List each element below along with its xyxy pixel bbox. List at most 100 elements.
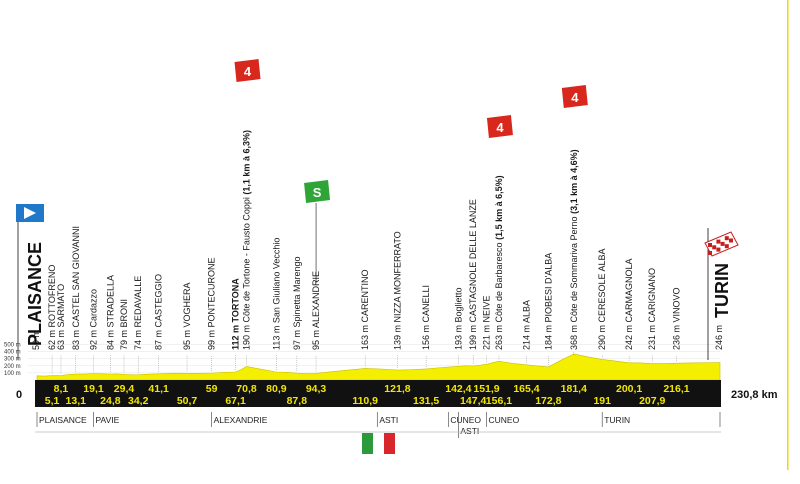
km-marker-top: 80,9: [266, 383, 287, 395]
region-label: ASTI: [460, 426, 479, 436]
badge-shape: [304, 180, 331, 203]
waypoint-label: 368 m Côte de Sommariva Perno (3,1 km à …: [569, 149, 579, 350]
km-marker-top: 70,8: [236, 383, 257, 395]
start-km-label: 0: [16, 389, 22, 401]
km-marker-bottom: 13,1: [66, 395, 87, 407]
km-marker-top: 19,1: [83, 383, 104, 395]
waypoint-name: 83 m CASTEL SAN GIOVANNI: [71, 226, 81, 350]
waypoint-label: 84 m STRADELLA: [105, 275, 115, 350]
checker-square: [716, 247, 721, 252]
waypoint-label: 97 m Spinetta Marengo: [292, 256, 302, 350]
waypoint-label: 83 m CASTEL SAN GIOVANNI: [71, 226, 81, 350]
climb-detail: (3,1 km à 4,6%): [569, 149, 579, 216]
km-marker-bottom: 110,9: [352, 395, 378, 407]
altitude-tick-label: 100 m: [4, 371, 21, 377]
waypoint-label: 190 m Côte de Tortone - Fausto Coppi (1,…: [242, 130, 252, 350]
waypoint-name: 63 m SARMATO: [56, 284, 66, 350]
waypoint-label: 87 m CASTEGGIO: [154, 274, 164, 350]
badge-text: 4: [244, 64, 252, 79]
km-marker-bottom: 156,1: [486, 395, 512, 407]
finish-altitude-label: 246 m: [714, 325, 724, 350]
waypoint-name: 242 m CARMAGNOLA: [624, 258, 634, 350]
km-marker-top: 200,1: [616, 383, 642, 395]
waypoint-name: 74 m REDAVALLE: [133, 276, 143, 350]
waypoint-name: 290 m CERESOLE ALBA: [597, 248, 607, 350]
altitude-tick-label: 200 m: [4, 364, 21, 370]
waypoint-label: 113 m San Giuliano Vecchio: [271, 238, 281, 350]
km-marker-top: 216,1: [663, 383, 689, 395]
waypoint-name: 190 m Côte de Tortone - Fausto Coppi: [242, 197, 252, 350]
waypoint-name: 87 m CASTEGGIO: [154, 274, 164, 350]
km-marker-bottom: 172,8: [535, 395, 561, 407]
waypoint-label: 139 m NIZZA MONFERRATO: [392, 231, 402, 350]
climb-category-badge: 4: [234, 59, 261, 82]
waypoint-name: 163 m CARENTINO: [360, 269, 370, 350]
km-marker-top: 181,4: [561, 383, 587, 395]
km-marker-bottom: 207,9: [639, 395, 665, 407]
checker-square: [720, 241, 725, 246]
waypoint-name: 231 m CARIGNANO: [647, 268, 657, 350]
waypoint-name: 95 m VOGHERA: [182, 282, 192, 350]
waypoint-label: 112 m TORTONA: [231, 278, 241, 350]
km-marker-top: 8,1: [54, 383, 69, 395]
badge-shape: [234, 59, 261, 82]
waypoint-label: 95 m VOGHERA: [182, 282, 192, 350]
km-marker-bottom: 147,4: [460, 395, 486, 407]
badge-text: 4: [496, 120, 504, 135]
waypoint-name: 112 m TORTONA: [231, 278, 241, 350]
waypoint-name: 221 m NEIVE: [482, 295, 492, 350]
km-marker-bottom: 67,1: [225, 395, 246, 407]
altitude-tick-label: 400 m: [4, 350, 21, 356]
km-marker-top: 94,3: [306, 383, 327, 395]
km-marker-top: 165,4: [513, 383, 539, 395]
waypoint-name: 92 m Cardazzo: [89, 289, 99, 350]
waypoint-name: 99 m PONTECURONE: [207, 257, 217, 350]
checker-square: [724, 244, 729, 249]
waypoint-name: 156 m CANELLI: [421, 285, 431, 350]
region-label: CUNEO: [489, 415, 520, 425]
km-marker-top: 121,8: [384, 383, 410, 395]
elevation-profile: [36, 353, 721, 381]
waypoint-label: 163 m CARENTINO: [360, 269, 370, 350]
waypoint-name: 79 m BRONI: [119, 299, 129, 350]
start-flag-icon: [16, 204, 44, 360]
waypoint-name: 95 m ALEXANDRIE: [311, 271, 321, 350]
waypoint-name: 62 m ROTTOFRENO: [47, 265, 57, 350]
checker-square: [708, 251, 712, 255]
km-marker-top: 142,4: [445, 383, 471, 395]
start-city-label: PLAISANCE: [25, 242, 45, 346]
waypoint-label: 62 m ROTTOFRENO: [47, 265, 57, 350]
waypoint-label: 236 m VINOVO: [671, 287, 681, 350]
region-label: TURIN: [604, 415, 630, 425]
waypoint-name: 263 m Côte de Barbaresco: [494, 242, 504, 350]
waypoint-name: 113 m San Giuliano Vecchio: [271, 238, 281, 350]
total-distance-label: 230,8 km: [731, 389, 778, 401]
climb-detail: (1,1 km à 6,3%): [242, 130, 252, 197]
climb-detail: (1,5 km à 6,5%): [494, 175, 504, 242]
km-marker-bottom: 50,7: [177, 395, 198, 407]
waypoint-label: 199 m CASTAGNOLE DELLE LANZE: [468, 199, 478, 350]
altitude-tick-label: 500 m: [4, 343, 21, 349]
waypoint-name: 184 m PIOBESI D'ALBA: [543, 253, 553, 350]
waypoint-name: 214 m ALBA: [521, 300, 531, 350]
km-marker-bottom: 87,8: [287, 395, 308, 407]
finish-city-label: TURIN: [712, 263, 732, 318]
km-marker-top: 151,9: [473, 383, 499, 395]
checker-square: [724, 236, 729, 241]
waypoint-label: 242 m CARMAGNOLA: [624, 258, 634, 350]
region-label: CUNEO: [450, 415, 481, 425]
waypoint-label: 156 m CANELLI: [421, 285, 431, 350]
start-altitude-label: 59 m: [31, 330, 41, 350]
km-marker-bottom: 5,1: [45, 395, 60, 407]
waypoint-label: 290 m CERESOLE ALBA: [597, 248, 607, 350]
right-edge-rule: [787, 0, 789, 470]
km-marker-top: 29,4: [114, 383, 135, 395]
waypoint-label: 193 m Boglietto: [453, 287, 463, 350]
km-marker-top: 41,1: [148, 383, 169, 395]
profile-area: [36, 353, 721, 381]
badge-text: 4: [571, 90, 579, 105]
finish-flag-icon: [704, 228, 739, 360]
checker-square: [708, 243, 712, 247]
